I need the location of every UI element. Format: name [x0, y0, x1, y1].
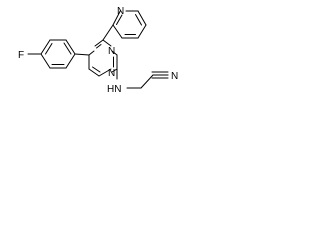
pyrimidine-ring — [88, 39, 118, 77]
atom-label-nitrile-nitrogen: N — [171, 71, 178, 82]
atom-label-pyrimidine-nitrogen-lower: N — [108, 68, 115, 79]
bond — [112, 24, 123, 39]
bond — [111, 68, 118, 73]
pyridine-ring — [112, 10, 147, 39]
bond — [92, 66, 101, 73]
bond — [40, 53, 51, 69]
bond — [140, 74, 154, 89]
bond — [137, 10, 147, 26]
bond — [88, 68, 100, 77]
atom-label-fluorine: F — [18, 50, 24, 61]
fluorophenyl-ring — [40, 39, 76, 69]
bond — [40, 39, 51, 55]
bond — [74, 53, 90, 56]
bond — [65, 53, 76, 69]
bond — [135, 14, 142, 26]
bond — [45, 43, 53, 55]
bond — [112, 10, 121, 26]
bond — [102, 24, 114, 41]
atom-label-pyrimidine-nitrogen-upper: N — [108, 46, 115, 57]
bond — [111, 50, 118, 56]
bond — [137, 24, 147, 39]
bond — [102, 39, 112, 47]
aminopropanenitrile-chain — [116, 68, 169, 89]
bond — [96, 44, 102, 49]
bond — [88, 50, 95, 56]
atom-label-amine: HN — [107, 84, 121, 95]
atom-label-pyridine-nitrogen: N — [117, 6, 124, 17]
bond — [98, 68, 112, 77]
bond — [65, 39, 76, 55]
bond — [94, 39, 104, 47]
bond — [116, 14, 123, 25]
chemical-structure: F N N N HN N — [18, 6, 178, 95]
bond — [63, 42, 72, 55]
